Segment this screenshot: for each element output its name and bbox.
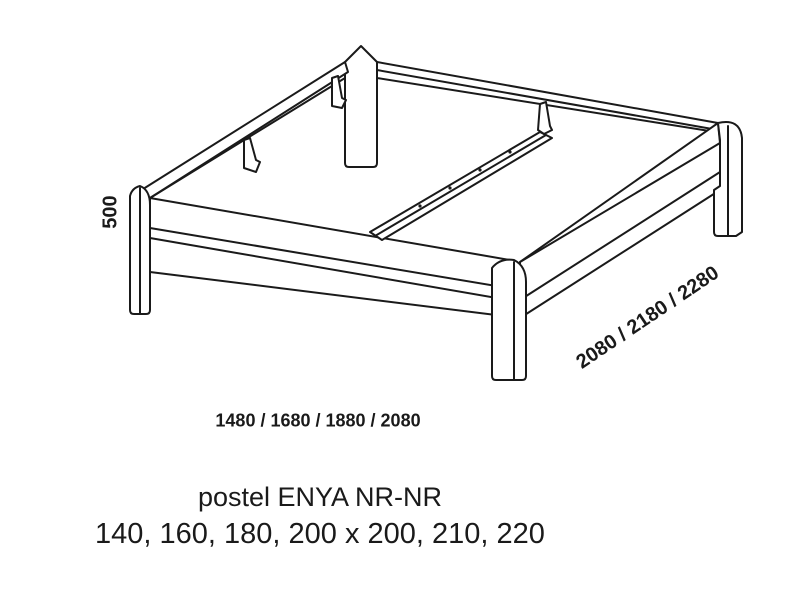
product-sizes: 140, 160, 180, 200 x 200, 210, 220 bbox=[95, 518, 545, 550]
bracket-left-rail bbox=[243, 137, 261, 173]
width-dimension-label: 1480 / 1680 / 1880 / 2080 bbox=[215, 410, 421, 431]
front-right-post bbox=[491, 258, 527, 381]
bracket-beam-end bbox=[537, 101, 553, 135]
height-dimension-label: 500 bbox=[99, 195, 122, 229]
left-side-rail bbox=[131, 61, 349, 199]
bracket-back-post bbox=[331, 75, 347, 109]
product-title: postel ENYA NR-NR bbox=[197, 482, 443, 512]
back-left-post bbox=[344, 45, 378, 168]
